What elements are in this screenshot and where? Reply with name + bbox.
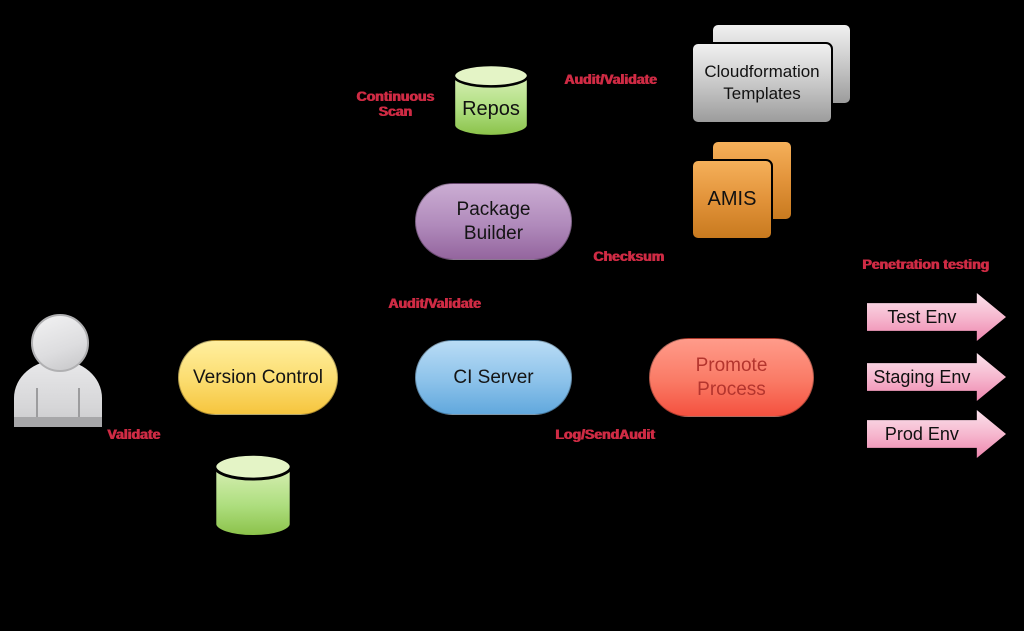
ci-server-label: CI Server bbox=[453, 366, 534, 388]
amis-card: AMIS bbox=[691, 159, 773, 240]
cloudformation-templates-label: Cloudformation Templates bbox=[704, 61, 820, 103]
cloudformation-templates-card: Cloudformation Templates bbox=[691, 42, 833, 124]
annotation-audit-validate: Audit/Validate bbox=[388, 295, 481, 311]
annotation-validate: Validate bbox=[107, 426, 160, 442]
database-cylinder-icon bbox=[213, 452, 293, 538]
user-icon bbox=[14, 312, 102, 427]
user-head bbox=[31, 314, 89, 372]
test-env-arrow: Test Env bbox=[867, 293, 1006, 341]
promote-process-label: Promote Process bbox=[695, 354, 768, 400]
user-arm-line bbox=[36, 388, 38, 417]
annotation-checksum: Checksum bbox=[593, 248, 664, 264]
annotation-audit-validate: Audit/Validate bbox=[564, 71, 657, 87]
user-arm-line bbox=[78, 388, 80, 417]
package-builder-node: Package Builder bbox=[415, 183, 572, 260]
repos-database: Repos bbox=[451, 63, 531, 140]
version-control-label: Version Control bbox=[193, 366, 323, 388]
user-base-band bbox=[14, 417, 102, 427]
annotation-log-send-audit: Log/SendAudit bbox=[555, 426, 655, 442]
prod-env-arrow: Prod Env bbox=[867, 410, 1006, 458]
prod-env-label: Prod Env bbox=[884, 423, 959, 444]
annotation-penetration-testing: Penetration testing bbox=[862, 256, 989, 272]
staging-env-arrow: Staging Env bbox=[867, 353, 1006, 401]
promote-process-node: Promote Process bbox=[649, 338, 814, 417]
staging-env-label: Staging Env bbox=[873, 366, 971, 387]
package-builder-label: Package Builder bbox=[456, 198, 531, 244]
repos-label: Repos bbox=[462, 98, 520, 120]
version-store-database bbox=[212, 452, 294, 541]
test-env-label: Test Env bbox=[887, 306, 957, 327]
amis-label: AMIS bbox=[707, 188, 757, 210]
annotation-continuous-scan: Continuous Scan bbox=[356, 88, 434, 120]
ci-server-node: CI Server bbox=[415, 340, 572, 415]
version-control-node: Version Control bbox=[178, 340, 338, 415]
database-cylinder-icon bbox=[452, 63, 530, 138]
